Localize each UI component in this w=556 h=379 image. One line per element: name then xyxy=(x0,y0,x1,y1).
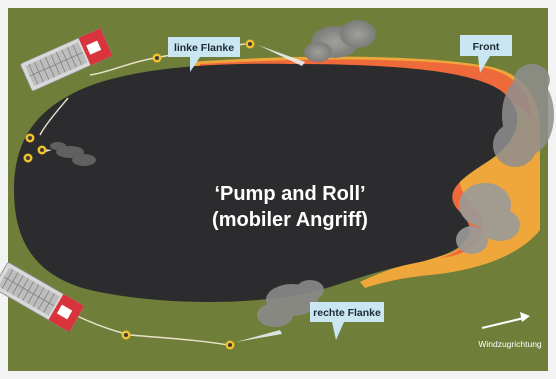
wind-direction-label: Windzugrichtung xyxy=(478,339,542,349)
label-left-flank: linke Flanke xyxy=(174,42,234,54)
firefighter-icon xyxy=(122,331,131,340)
firefighter-icon xyxy=(38,146,47,155)
label-right-flank: rechte Flanke xyxy=(313,307,381,319)
firefighter-icon xyxy=(26,134,35,143)
firefighter-icon xyxy=(153,54,162,63)
diagram-title-line1: ‘Pump and Roll’ xyxy=(214,183,365,205)
diagram-title-line2: (mobiler Angriff) xyxy=(212,209,368,231)
label-front: Front xyxy=(473,41,500,53)
firefighter-icon xyxy=(24,154,33,163)
firefighter-icon xyxy=(246,40,255,49)
firefighter-icon xyxy=(226,341,235,350)
